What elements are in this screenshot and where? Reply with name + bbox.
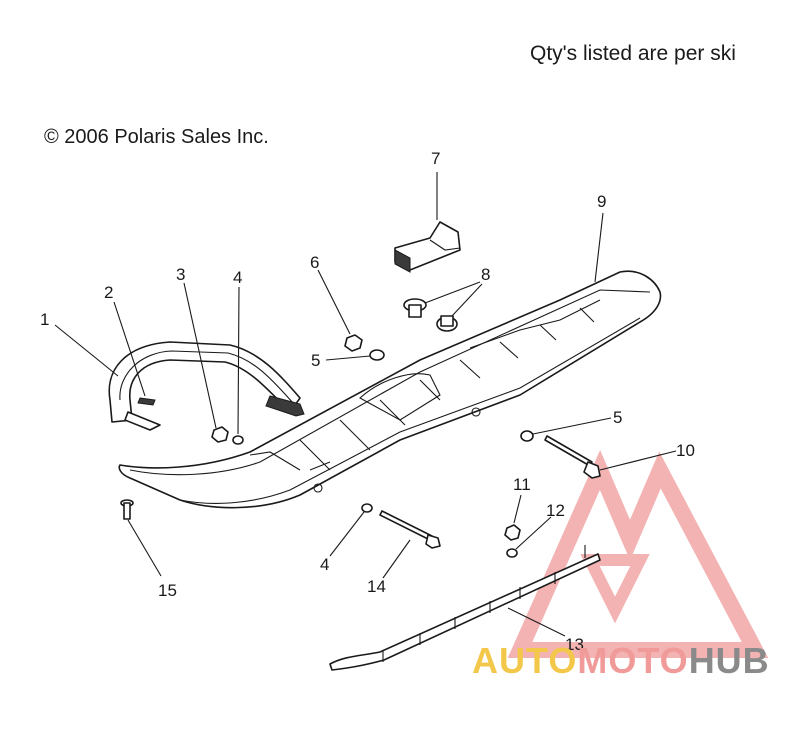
part-15-pin xyxy=(120,499,134,520)
watermark-text: AUTOMOTOHUB xyxy=(472,640,770,682)
callout-10: 10 xyxy=(676,441,695,460)
ski-handle xyxy=(108,341,305,431)
callout-11: 11 xyxy=(513,475,531,494)
ski-body xyxy=(118,270,662,509)
part-4-washer-lower xyxy=(361,503,373,513)
watermark-word-hub: HUB xyxy=(688,640,770,681)
part-14-bolt xyxy=(379,510,441,549)
callout-3: 3 xyxy=(176,265,185,284)
copyright-notice: © 2006 Polaris Sales Inc. xyxy=(44,126,269,148)
part-13-wear-bar xyxy=(329,545,601,671)
watermark-word-moto: MOTO xyxy=(577,640,689,681)
callout-5-upper: 5 xyxy=(311,351,320,370)
watermark-logo xyxy=(507,450,769,658)
callout-9: 9 xyxy=(597,192,606,211)
callout-5-lower: 5 xyxy=(613,408,622,427)
part-3-nut xyxy=(211,426,229,443)
part-5-washer-upper xyxy=(369,349,385,361)
part-11-nut xyxy=(504,524,521,541)
callout-15: 15 xyxy=(158,581,177,600)
callout-13: 13 xyxy=(565,635,584,654)
part-7-block xyxy=(394,221,461,273)
callout-14: 14 xyxy=(367,577,386,596)
part-6-nut xyxy=(344,334,363,352)
watermark-word-auto: AUTO xyxy=(472,640,578,681)
callout-numbers: 1 2 3 4 4 5 5 6 7 8 9 10 11 12 13 14 15 xyxy=(40,149,695,654)
callout-2: 2 xyxy=(104,283,113,302)
part-10-bolt xyxy=(544,435,601,479)
part-12-washer xyxy=(506,548,518,558)
part-5-washer-lower xyxy=(520,430,534,442)
callout-7: 7 xyxy=(431,149,440,168)
part-2-bracket xyxy=(137,397,156,406)
part-8-bushings xyxy=(403,298,458,332)
leader-lines xyxy=(54,172,677,637)
qty-note: Qty's listed are per ski xyxy=(530,42,736,65)
callout-4-upper: 4 xyxy=(233,268,242,287)
callout-12: 12 xyxy=(546,501,565,520)
callout-1: 1 xyxy=(40,310,49,329)
callout-8: 8 xyxy=(481,265,490,284)
callout-6: 6 xyxy=(310,253,319,272)
part-4-washer-upper xyxy=(232,435,244,445)
callout-4-lower: 4 xyxy=(320,555,329,574)
